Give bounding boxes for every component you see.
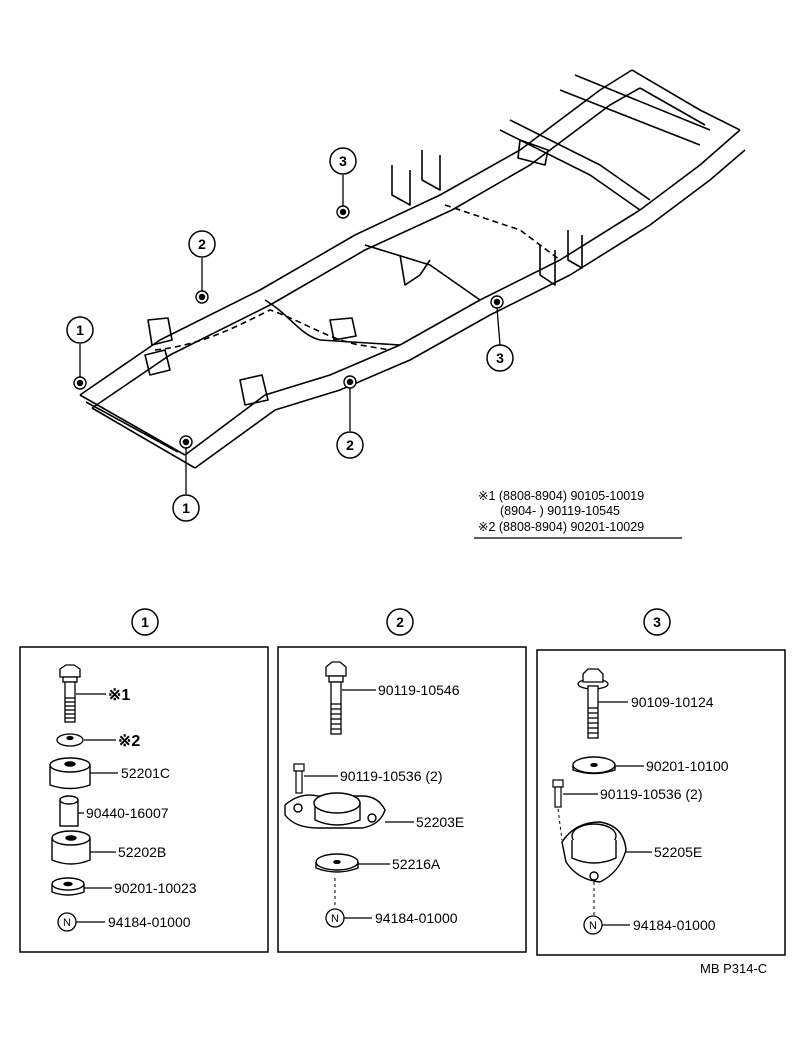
frame-callout-3b: 3 (486, 344, 514, 372)
engine-mount-icon (284, 792, 386, 829)
svg-text:90440-16007: 90440-16007 (86, 805, 169, 821)
part-notes: ※1 (8808-8904) 90105-10019 (8904- ) 9011… (474, 489, 682, 539)
retainer-icon (51, 877, 85, 896)
leader-lines (79, 175, 501, 494)
flange-bolt-icon (577, 668, 609, 739)
engine-mount-icon (561, 821, 627, 883)
collar-icon (59, 795, 79, 827)
svg-text:52216A: 52216A (392, 856, 441, 872)
frame-callout-2b: 2 (336, 431, 364, 459)
cushion-lower-icon (51, 830, 91, 865)
svg-text:2: 2 (396, 614, 404, 630)
svg-text:52201C: 52201C (121, 765, 170, 781)
svg-text:90201-10100: 90201-10100 (646, 758, 729, 774)
svg-text:90119-10546: 90119-10546 (378, 682, 460, 698)
svg-text:1: 1 (76, 322, 84, 338)
frame-callout-3a: 3 (329, 147, 357, 175)
svg-text:2: 2 (346, 437, 354, 453)
chassis-frame (79, 69, 746, 469)
svg-text:94184-01000: 94184-01000 (108, 914, 191, 930)
svg-text:90109-10124: 90109-10124 (631, 694, 714, 710)
svg-text:2: 2 (198, 236, 206, 252)
washer-icon (56, 733, 84, 747)
group-2-header: 2 (386, 608, 414, 636)
svg-text:N: N (331, 913, 339, 925)
nut-icon: N (325, 908, 345, 928)
svg-text:52205E: 52205E (654, 844, 702, 860)
cushion-upper-icon (49, 757, 91, 790)
svg-text:90201-10023: 90201-10023 (114, 880, 197, 896)
svg-text:52202B: 52202B (118, 844, 166, 860)
svg-text:3: 3 (496, 350, 504, 366)
svg-text:90119-10536 (2): 90119-10536 (2) (600, 786, 702, 802)
stopper-icon (315, 853, 359, 873)
group-1-header: 1 (131, 608, 159, 636)
page-code: MB P314-C (700, 961, 767, 976)
frame-callout-1b: 1 (172, 494, 200, 522)
svg-text:1: 1 (141, 614, 149, 630)
svg-text:N: N (589, 920, 597, 932)
svg-text:52203E: 52203E (416, 814, 464, 830)
svg-text:※2: ※2 (118, 733, 140, 750)
frame-callout-1a: 1 (66, 316, 94, 344)
bolt-icon (325, 661, 347, 735)
small-bolt-icon (552, 779, 564, 808)
svg-text:1: 1 (182, 500, 190, 516)
svg-text:3: 3 (653, 614, 661, 630)
group-2-box: 90119-10546 90119-10536 (2) 52203E 52216… (277, 646, 527, 953)
note-row-1: ※1 (8808-8904) 90105-10019 (478, 489, 644, 503)
frame-callout-2a: 2 (188, 230, 216, 258)
washer-icon (572, 756, 616, 775)
nut-icon: N (583, 915, 603, 935)
note-row-3: ※2 (8808-8904) 90201-10029 (478, 520, 644, 534)
svg-text:94184-01000: 94184-01000 (633, 917, 716, 933)
group-3-box: 90109-10124 90201-10100 90119-10536 (2) … (536, 649, 786, 956)
nut-icon: N (57, 912, 77, 932)
frame-mounts (73, 205, 504, 449)
svg-text:90119-10536 (2): 90119-10536 (2) (340, 768, 442, 784)
svg-text:3: 3 (339, 153, 347, 169)
svg-text:94184-01000: 94184-01000 (375, 910, 458, 926)
svg-text:N: N (63, 917, 71, 929)
group-3-header: 3 (643, 608, 671, 636)
note-row-2: (8904- ) 90119-10545 (500, 504, 620, 518)
small-bolt-icon (293, 763, 305, 794)
bolt-icon (59, 664, 81, 723)
svg-text:※1: ※1 (108, 687, 130, 704)
group-1-box: ※1 ※2 52201C 90440-16007 52202B (19, 646, 269, 953)
